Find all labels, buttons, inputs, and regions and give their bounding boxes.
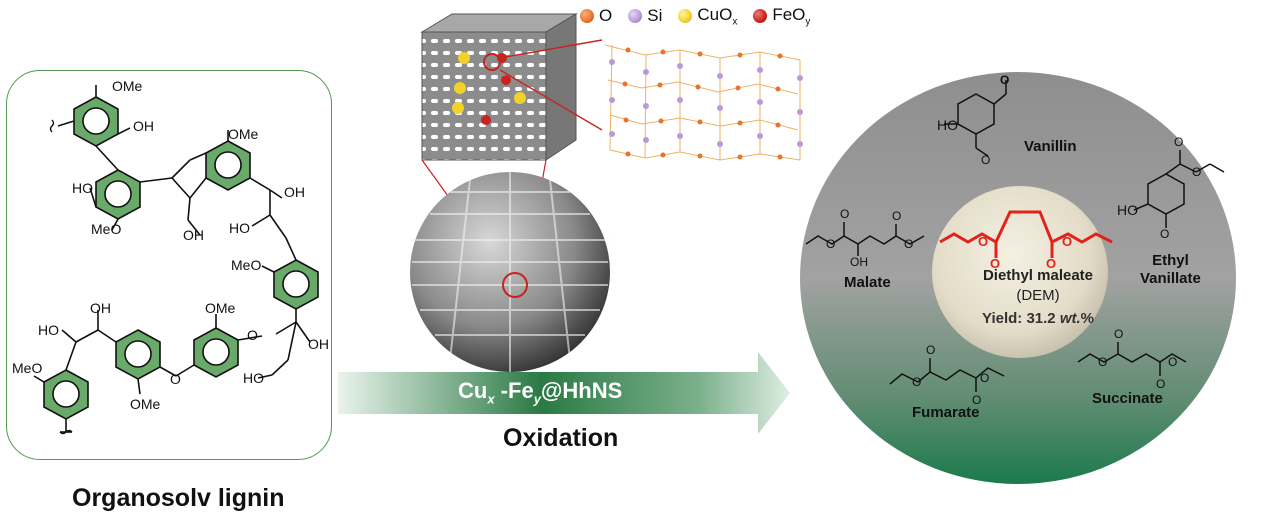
lignin-label: OMe: [130, 396, 161, 412]
lignin-label: OMe: [228, 126, 259, 142]
svg-text:O: O: [990, 256, 1000, 271]
svg-text:O: O: [912, 375, 921, 389]
lignin-label: HO: [72, 180, 93, 196]
lignin-label: OH: [183, 227, 204, 243]
legend-label: CuOx: [697, 5, 738, 28]
svg-text:O: O: [1114, 327, 1123, 341]
svg-text:O: O: [972, 393, 981, 407]
legend-label: O: [599, 6, 613, 26]
svg-text:O: O: [892, 209, 901, 223]
copper-oxide-dot-icon: [678, 9, 693, 24]
lignin-label: MeO: [12, 360, 43, 376]
atom-legend: O Si CuOx FeOy: [580, 5, 810, 27]
ethyl-vanillate-label: Ethyl Vanillate: [1140, 252, 1201, 287]
legend-item-cuox: CuOx: [678, 5, 737, 27]
lignin-panel: [6, 70, 332, 460]
svg-text:O: O: [840, 207, 849, 221]
oxygen-dot-icon: [580, 9, 594, 24]
lignin-label: OMe: [112, 78, 143, 94]
svg-text:O: O: [1168, 355, 1177, 369]
dem-yield: Yield: 31.2 wt.%: [982, 310, 1094, 327]
svg-text:O: O: [978, 234, 988, 249]
lignin-structure: [33, 85, 319, 435]
hollow-cube: [420, 13, 578, 161]
svg-text:O: O: [1156, 377, 1165, 391]
dem-structure: [939, 210, 1113, 258]
svg-text:O: O: [926, 343, 935, 357]
succinate-label: Succinate: [1092, 390, 1163, 407]
legend-label: FeOy: [772, 5, 811, 28]
lignin-label: O: [247, 327, 258, 343]
catalyst-illustration: [410, 13, 803, 372]
lignin-label: HO: [38, 322, 59, 338]
dem-name: Diethyl maleate (DEM): [982, 267, 1094, 304]
svg-text:O: O: [1174, 135, 1183, 149]
catalyst-name: Cux -Fey@HhNS: [458, 378, 623, 407]
dem-sphere: [932, 186, 1108, 358]
svg-text:O: O: [1046, 256, 1056, 271]
svg-text:O: O: [1062, 234, 1072, 249]
malate-label: Malate: [844, 274, 891, 291]
iron-oxide-dot-icon: [753, 9, 768, 24]
svg-text:O: O: [904, 237, 913, 251]
hollow-nanosphere: [410, 172, 610, 372]
lignin-label: HO: [243, 370, 264, 386]
svg-text:O: O: [1192, 165, 1201, 179]
lignin-label: HO: [229, 220, 250, 236]
lignin-label: MeO: [231, 257, 262, 273]
svg-text:O: O: [1160, 227, 1169, 241]
svg-text:O: O: [1098, 355, 1107, 369]
lignin-title: Organosolv lignin: [72, 484, 285, 512]
process-label: Oxidation: [503, 424, 619, 452]
legend-item-feoy: FeOy: [753, 5, 810, 27]
lignin-label: OH: [133, 118, 154, 134]
lignin-label: OH: [308, 336, 329, 352]
malate-oh-label: OH: [850, 255, 868, 269]
svg-text:O: O: [1000, 73, 1009, 87]
vanillate-ho-label: HO: [1117, 202, 1138, 218]
lignin-label: OH: [90, 300, 111, 316]
vanillin-ho-label: HO: [937, 117, 958, 133]
svg-text:O: O: [980, 371, 989, 385]
legend-item-si: Si: [628, 6, 662, 26]
reaction-arrow: [338, 352, 790, 434]
legend-item-o: O: [580, 6, 612, 26]
lignin-label: OMe: [205, 300, 236, 316]
lignin-label: MeO: [91, 221, 122, 237]
legend-label: Si: [647, 6, 663, 26]
svg-text:O: O: [981, 153, 990, 167]
silicon-dot-icon: [628, 9, 643, 24]
fumarate-label: Fumarate: [912, 404, 980, 421]
lignin-label: O: [170, 371, 181, 387]
product-structures: O O O O O O O O O O O O O O O O O O O O …: [805, 73, 1225, 407]
svg-text:O: O: [826, 237, 835, 251]
vanillin-label: Vanillin: [1024, 138, 1077, 155]
lignin-label: OH: [284, 184, 305, 200]
silica-framework: [604, 44, 803, 161]
